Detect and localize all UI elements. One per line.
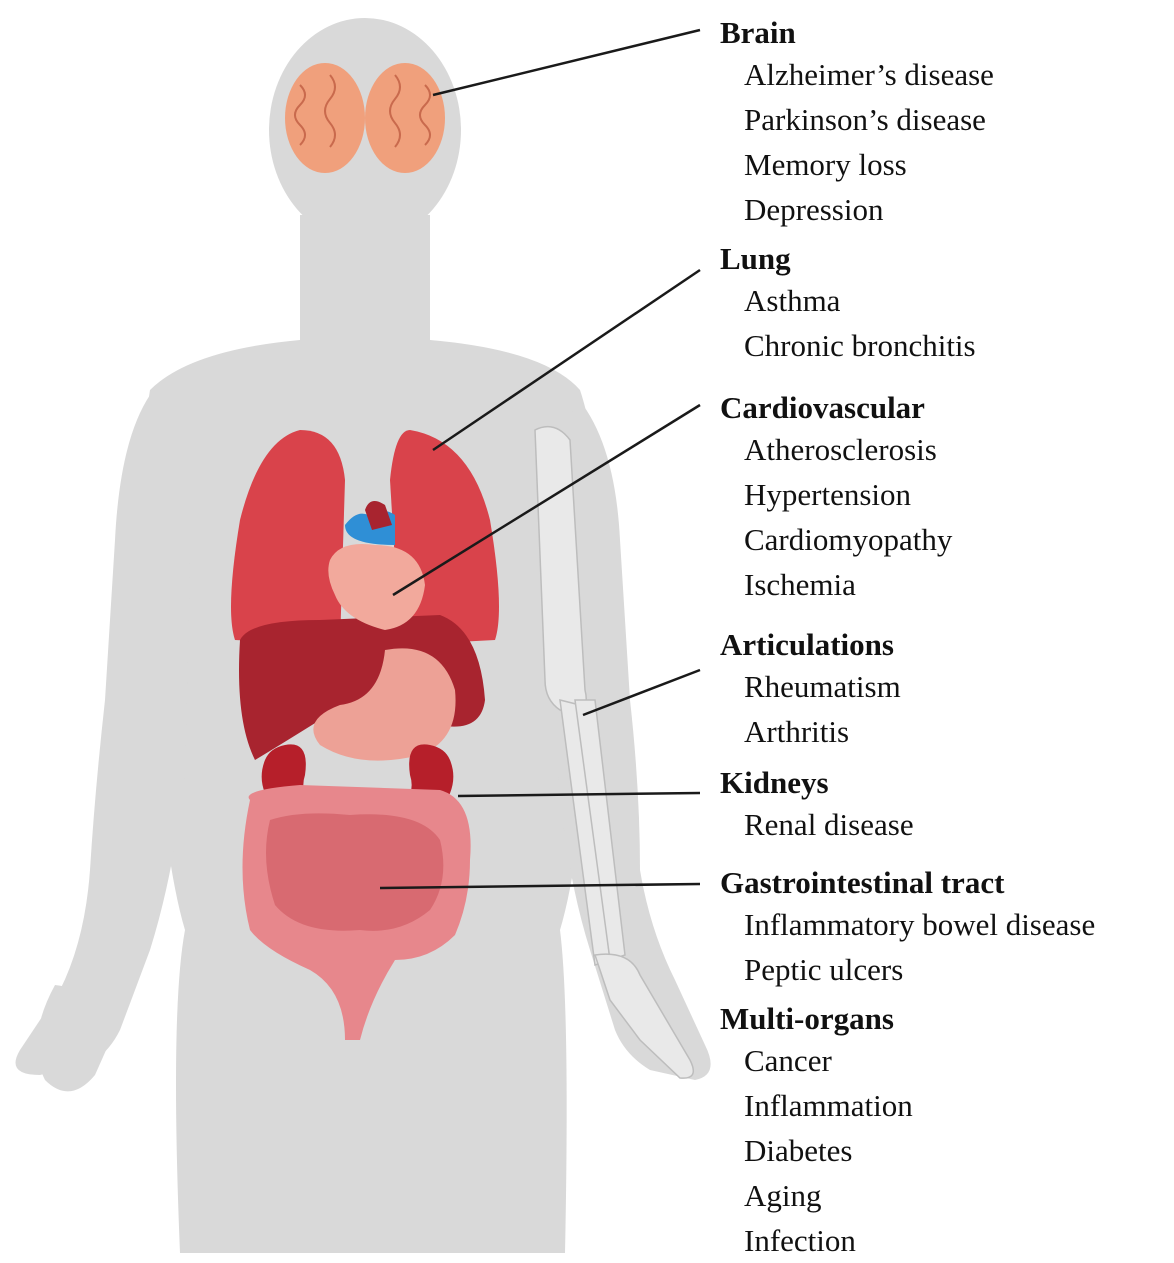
group-title: Cardiovascular xyxy=(720,389,952,427)
list-item: Infection xyxy=(744,1218,913,1263)
group-brain: Brain Alzheimer’s disease Parkinson’s di… xyxy=(720,14,994,232)
group-gastrointestinal: Gastrointestinal tract Inflammatory bowe… xyxy=(720,864,1095,992)
list-item: Alzheimer’s disease xyxy=(744,52,994,97)
group-title: Articulations xyxy=(720,626,901,664)
group-multi-organs: Multi-organs Cancer Inflammation Diabete… xyxy=(720,1000,913,1263)
item-list: Inflammatory bowel disease Peptic ulcers xyxy=(720,902,1095,992)
group-title: Gastrointestinal tract xyxy=(720,864,1095,902)
list-item: Renal disease xyxy=(744,802,914,847)
group-title: Multi-organs xyxy=(720,1000,913,1038)
list-item: Asthma xyxy=(744,278,976,323)
list-item: Inflammation xyxy=(744,1083,913,1128)
group-title: Brain xyxy=(720,14,994,52)
list-item: Cardiomyopathy xyxy=(744,517,952,562)
list-item: Inflammatory bowel disease xyxy=(744,902,1095,947)
item-list: Cancer Inflammation Diabetes Aging Infec… xyxy=(720,1038,913,1263)
group-cardiovascular: Cardiovascular Atherosclerosis Hypertens… xyxy=(720,389,952,607)
item-list: Renal disease xyxy=(720,802,914,847)
list-item: Aging xyxy=(744,1173,913,1218)
list-item: Rheumatism xyxy=(744,664,901,709)
list-item: Hypertension xyxy=(744,472,952,517)
item-list: Asthma Chronic bronchitis xyxy=(720,278,976,368)
list-item: Cancer xyxy=(744,1038,913,1083)
item-list: Alzheimer’s disease Parkinson’s disease … xyxy=(720,52,994,232)
list-item: Depression xyxy=(744,187,994,232)
item-list: Rheumatism Arthritis xyxy=(720,664,901,754)
list-item: Chronic bronchitis xyxy=(744,323,976,368)
group-articulations: Articulations Rheumatism Arthritis xyxy=(720,626,901,754)
list-item: Atherosclerosis xyxy=(744,427,952,472)
item-list: Atherosclerosis Hypertension Cardiomyopa… xyxy=(720,427,952,607)
list-item: Ischemia xyxy=(744,562,952,607)
list-item: Parkinson’s disease xyxy=(744,97,994,142)
group-title: Kidneys xyxy=(720,764,914,802)
leader-line-brain xyxy=(433,30,700,95)
list-item: Diabetes xyxy=(744,1128,913,1173)
list-item: Peptic ulcers xyxy=(744,947,1095,992)
group-title: Lung xyxy=(720,240,976,278)
list-item: Memory loss xyxy=(744,142,994,187)
list-item: Arthritis xyxy=(744,709,901,754)
group-kidneys: Kidneys Renal disease xyxy=(720,764,914,847)
group-lung: Lung Asthma Chronic bronchitis xyxy=(720,240,976,368)
